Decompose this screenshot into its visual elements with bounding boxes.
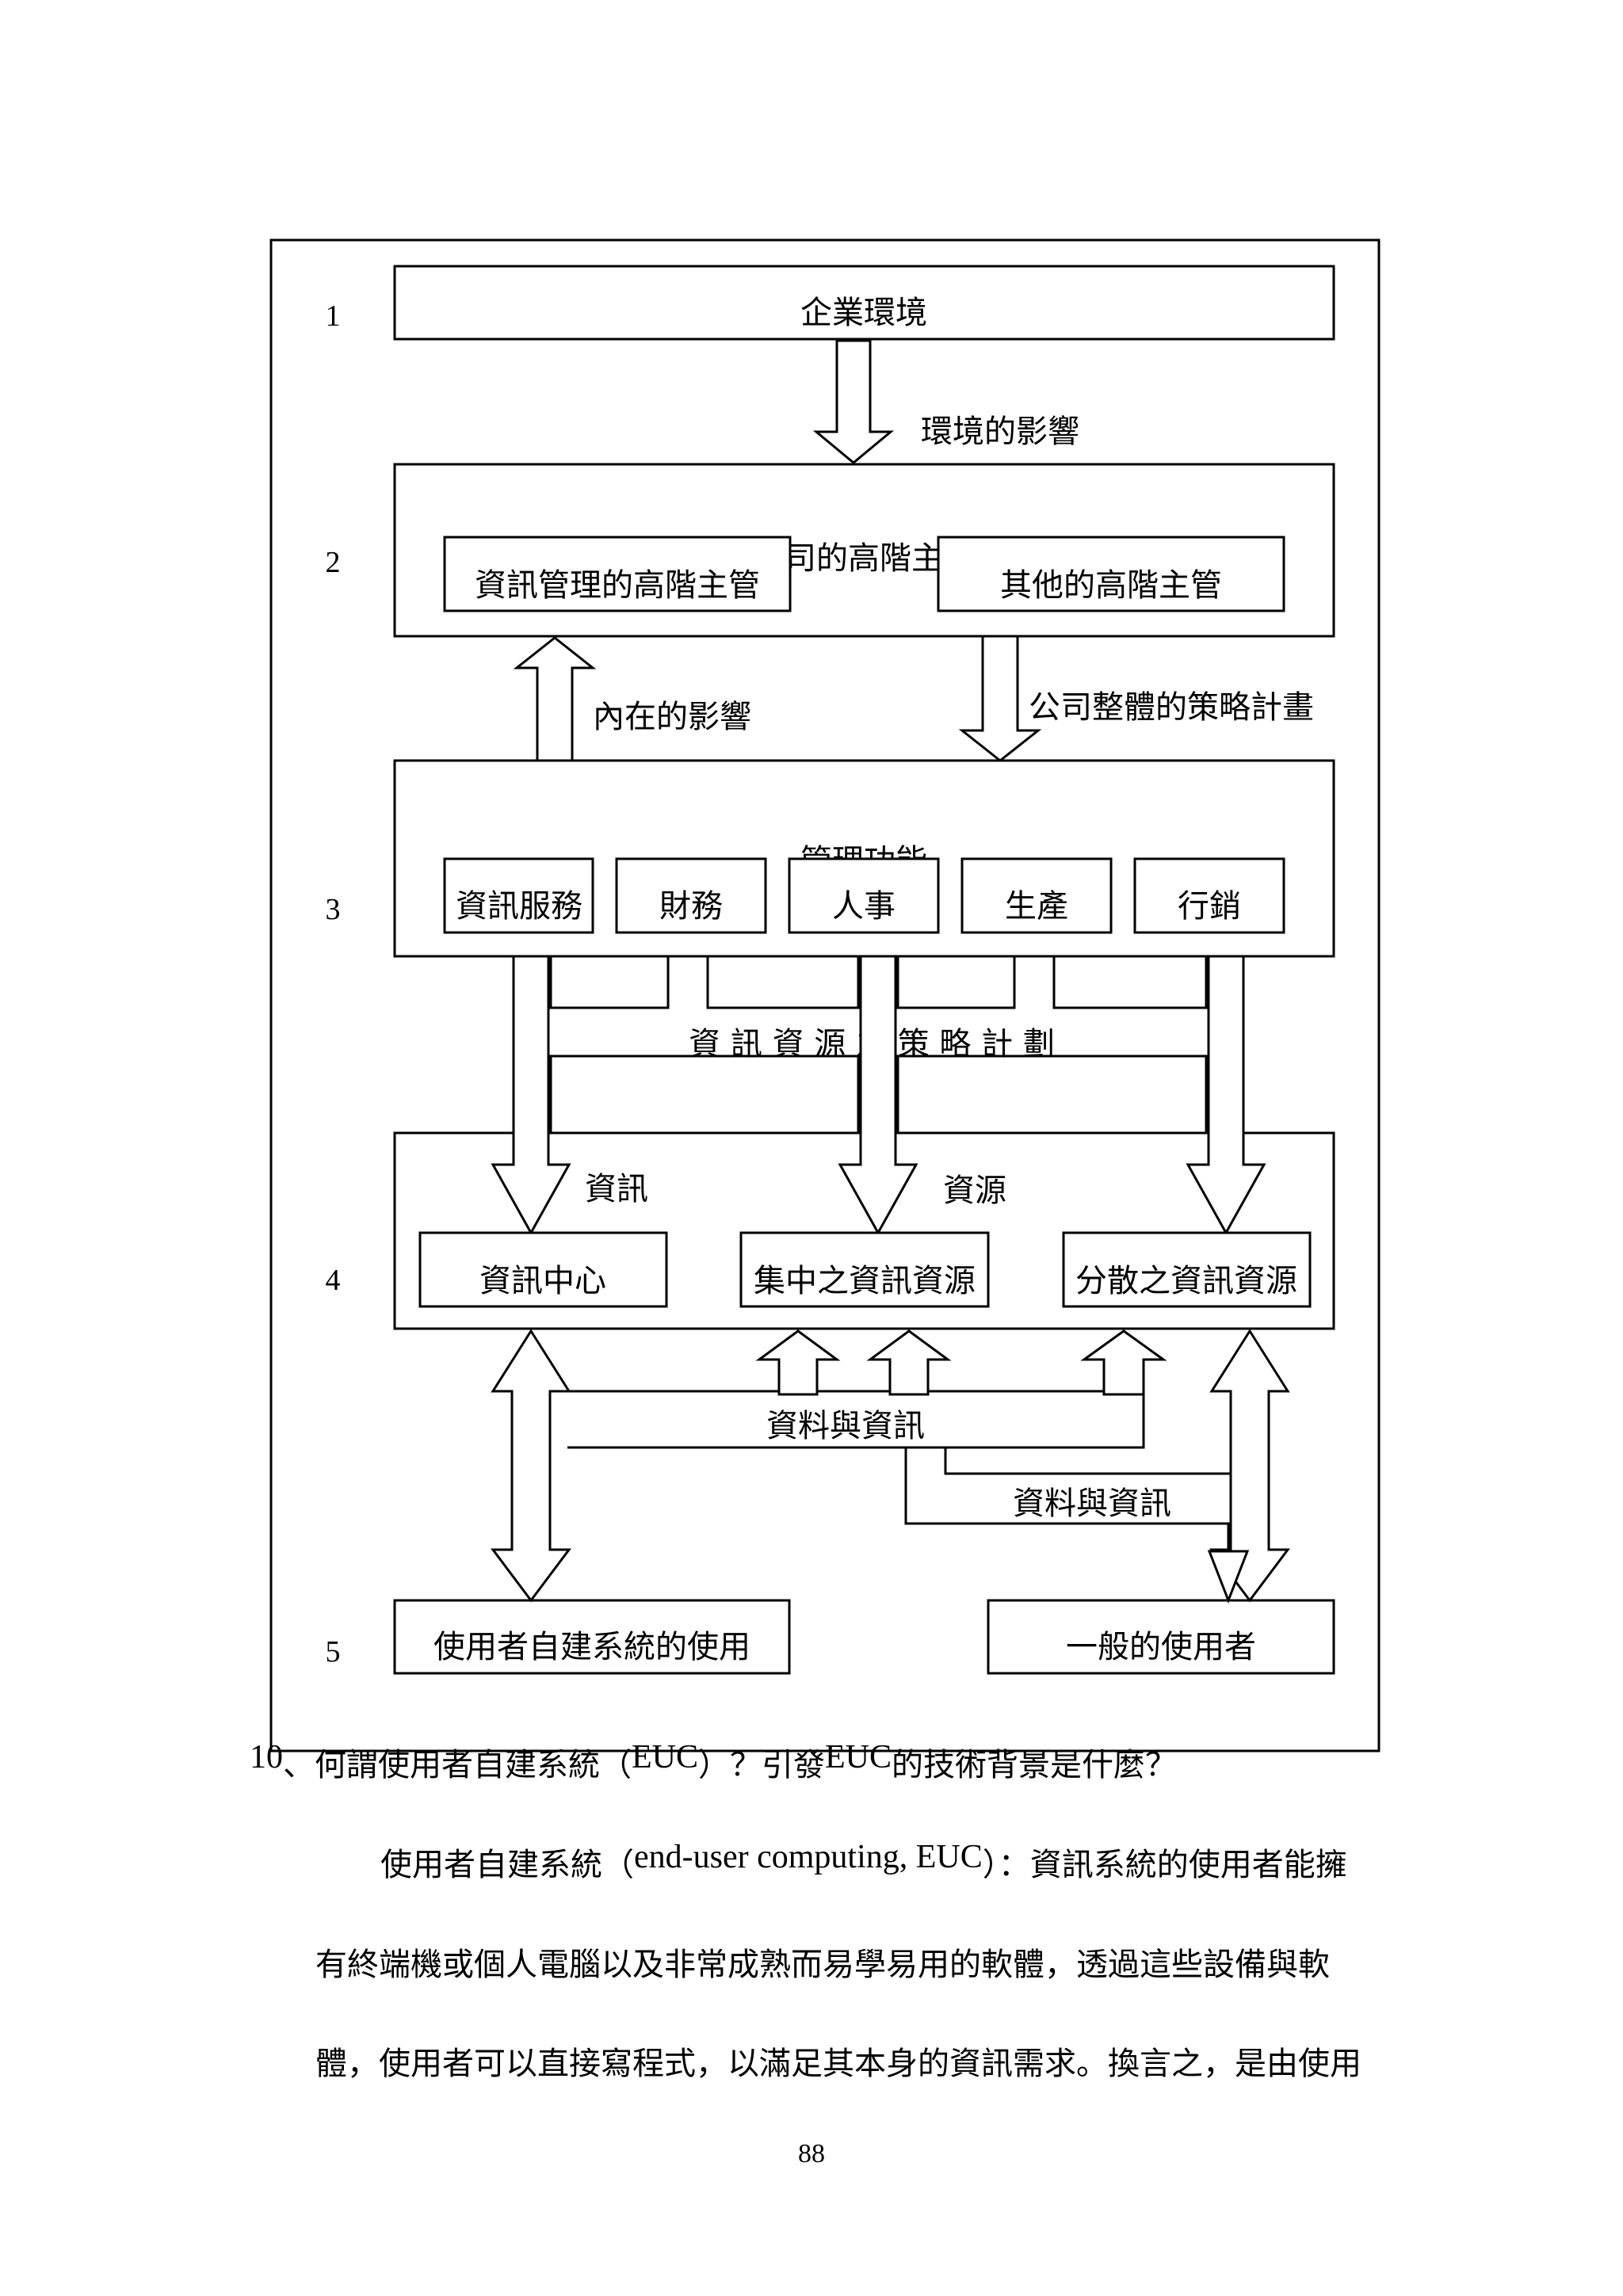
info-resources-label-left: 資訊 <box>585 1171 648 1207</box>
function-label-personnel: 人事 <box>832 888 896 925</box>
business-environment-label: 企業環境 <box>800 295 927 331</box>
row-number-3: 3 <box>326 893 341 926</box>
function-box-finance <box>615 857 767 934</box>
paragraph-line-1: 使用者自建系統（end-user computing, EUC）：資訊系統的使用… <box>380 1840 1347 1883</box>
question-euc-2: EUC <box>825 1739 892 1775</box>
diagram-frame <box>269 238 1381 1753</box>
down-arrow-info-center <box>491 955 571 1236</box>
double-arrow-euc <box>491 1329 571 1603</box>
question-euc-1: EUC <box>632 1739 698 1775</box>
function-box-marketing <box>1133 857 1285 934</box>
general-users-label: 一般的使用者 <box>1066 1629 1256 1665</box>
down-arrow-general-users <box>1207 1550 1250 1604</box>
corporate-plan-arrow <box>958 635 1042 762</box>
function-label-info-service: 資訊服務 <box>456 888 582 925</box>
distributed-resources-box <box>1062 1231 1312 1308</box>
row-number-2: 2 <box>326 546 341 579</box>
paragraph-line-3: 體，使用者可以直接寫程式，以滿足其本身的資訊需求。換言之，是由使用 <box>315 2046 1361 2082</box>
internal-influence-arrow <box>513 636 597 762</box>
info-resources-label-right: 資源 <box>943 1173 1006 1209</box>
row-number-1: 1 <box>326 299 341 333</box>
internal-influence-label: 內在的影響 <box>593 699 751 735</box>
up-arrow-centralized-2 <box>866 1329 952 1396</box>
function-box-personnel <box>788 857 940 934</box>
paragraph-line-1-latin: end-user computing, EUC <box>634 1839 983 1875</box>
question-text-a: 、何謂使用者自建系統（ <box>283 1747 632 1783</box>
function-boxes <box>443 857 1285 934</box>
down-arrow-distributed <box>1186 955 1266 1236</box>
other-senior-management-label: 其他的高階主管 <box>1000 567 1222 604</box>
senior-is-management-label: 資訊管理的高階主管 <box>475 567 760 604</box>
centralized-resources-label: 集中之資訊資源 <box>754 1263 976 1299</box>
info-center-label: 資訊中心 <box>479 1263 606 1299</box>
question-number: 10 <box>250 1739 283 1775</box>
euc-users-box <box>393 1599 791 1675</box>
euc-users-label: 使用者自建系統的使用 <box>433 1629 750 1665</box>
up-arrow-distributed <box>1080 1329 1167 1396</box>
question-heading: 10、何謂使用者自建系統（EUC）？引發EUC的技術背景是什麼？ <box>250 1741 1177 1783</box>
environment-influence-arrow <box>812 339 895 464</box>
general-users-box <box>987 1599 1335 1675</box>
paragraph-line-1-a: 使用者自建系統（ <box>380 1847 634 1883</box>
row-number-5: 5 <box>326 1635 341 1669</box>
page-number: 88 <box>798 2139 825 2168</box>
question-text-b: ）？引發 <box>698 1747 825 1783</box>
corporate-plan-label: 公司整體的策略計畫 <box>1029 689 1314 726</box>
senior-management-box <box>393 463 1335 638</box>
paragraph-line-1-b: ）：資訊系統的使用者能擁 <box>982 1847 1347 1883</box>
function-box-info-service <box>443 857 594 934</box>
environment-influence-label: 環境的影響 <box>921 414 1079 450</box>
function-label-finance: 財務 <box>659 888 723 925</box>
other-senior-management-box <box>937 536 1285 612</box>
question-text-c: 的技術背景是什麼？ <box>892 1747 1177 1783</box>
info-center-box <box>418 1231 668 1308</box>
down-arrow-centralized <box>838 955 918 1236</box>
paragraph-line-2: 有終端機或個人電腦以及非常成熟而易學易用的軟體，透過這些設備與軟 <box>315 1947 1330 1983</box>
function-label-production: 生產 <box>1005 888 1068 925</box>
up-arrow-centralized-1 <box>755 1329 841 1396</box>
data-and-info-label-1: 資料與資訊 <box>766 1408 925 1444</box>
row-number-4: 4 <box>326 1264 341 1297</box>
senior-is-management-box <box>443 536 792 612</box>
strategic-plan-connectors <box>549 956 1208 1133</box>
data-and-info-label-2: 資料與資訊 <box>1013 1486 1171 1522</box>
function-box-production <box>960 857 1113 934</box>
function-label-marketing: 行銷 <box>1178 888 1241 925</box>
centralized-resources-box <box>739 1231 990 1308</box>
business-environment-box <box>393 265 1335 341</box>
distributed-resources-label: 分散之資訊資源 <box>1075 1263 1297 1299</box>
